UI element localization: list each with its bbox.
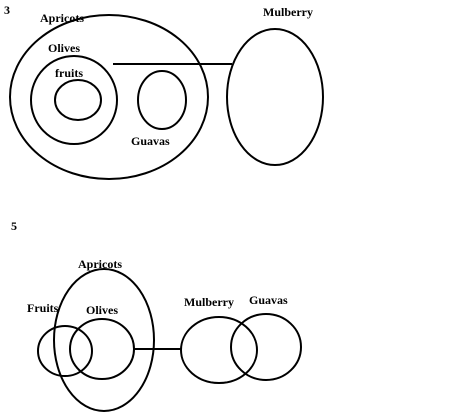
diagram-5-apricots-set — [53, 268, 155, 412]
diagram-5-label-apricots: Apricots — [78, 257, 122, 271]
diagram-3-label-fruits: fruits — [55, 66, 83, 80]
diagram-3-number: 3 — [4, 3, 10, 17]
diagram-3-fruits-set — [54, 79, 102, 121]
diagram-5-label-olives: Olives — [86, 303, 118, 317]
diagram-5-label-fruits: Fruits — [27, 301, 59, 315]
diagram-5-label-mulberry: Mulberry — [184, 295, 234, 309]
diagram-3-apricots-set — [9, 14, 209, 180]
diagram-3-label-guavas: Guavas — [131, 134, 170, 148]
diagram-5-number: 5 — [11, 219, 17, 233]
diagram-3-mulberry-set — [226, 28, 324, 166]
diagram-5-fruits-set — [37, 325, 93, 377]
diagram-3-olives-set — [30, 55, 118, 145]
diagram-3: 3 Apricots Olives fruits Guavas Mulberry — [4, 3, 324, 180]
diagram-5-guavas-set — [230, 313, 302, 381]
diagram-3-label-apricots: Apricots — [40, 11, 84, 25]
diagram-3-label-olives: Olives — [48, 41, 80, 55]
diagram-3-label-mulberry: Mulberry — [263, 5, 313, 19]
diagram-5-label-guavas: Guavas — [249, 293, 288, 307]
diagram-5-olives-set — [69, 318, 135, 380]
diagram-3-guavas-set — [137, 70, 187, 130]
diagram-5: 5 Apricots Fruits Olives Mulberry Guavas — [11, 219, 302, 412]
